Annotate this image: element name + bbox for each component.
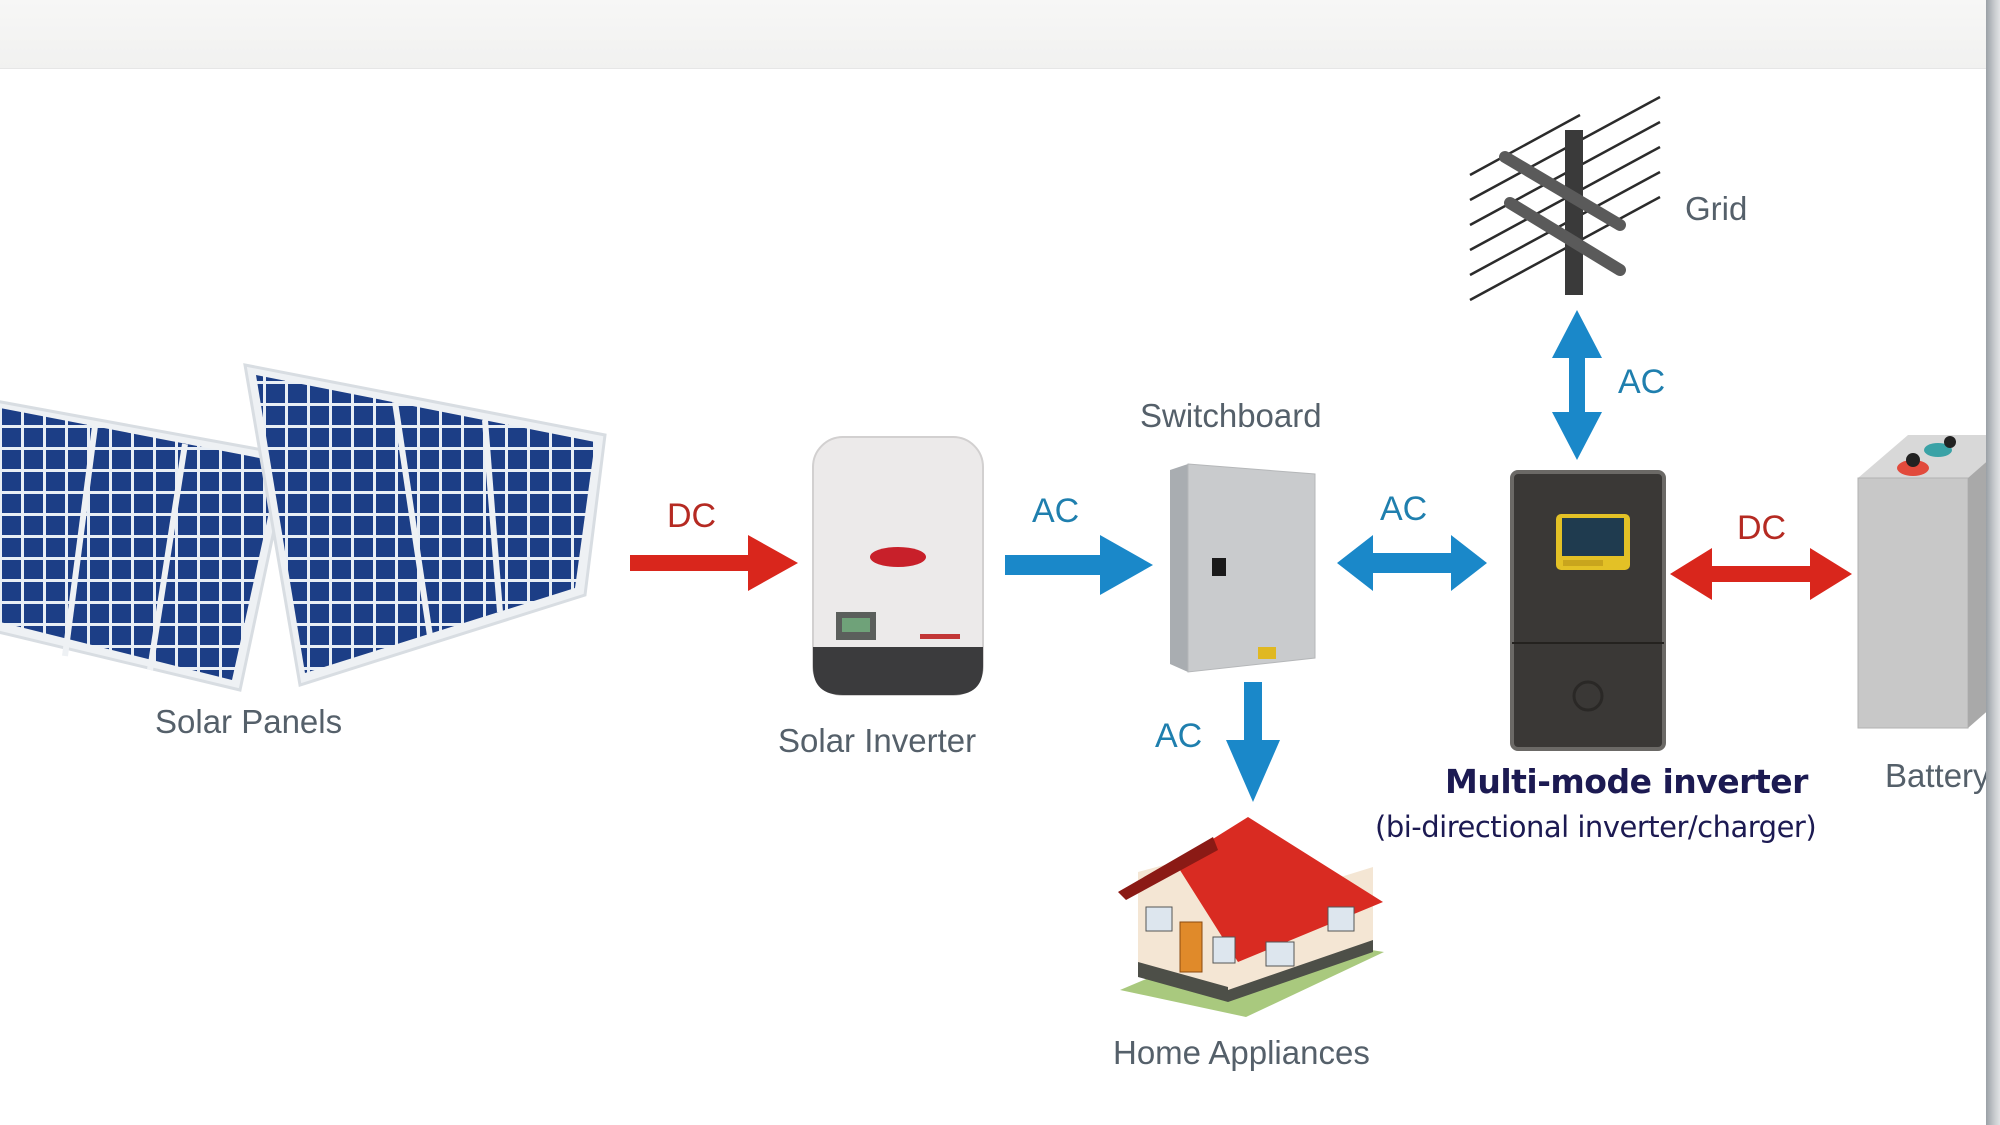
multimode-inverter-sublabel: (bi-directional inverter/charger) bbox=[1375, 810, 1817, 844]
home-appliances-label: Home Appliances bbox=[1113, 1034, 1370, 1071]
battery-label: Battery bbox=[1885, 757, 1990, 794]
solar-panels-label: Solar Panels bbox=[155, 703, 343, 740]
switchboard-icon bbox=[1170, 463, 1316, 673]
house-icon bbox=[1118, 817, 1384, 1017]
arrow-right-ac bbox=[1005, 535, 1153, 595]
arrow-right-dc bbox=[630, 535, 798, 591]
arrow-bidirectional-dc bbox=[1670, 548, 1852, 600]
flow-label-ac-1: AC bbox=[1032, 492, 1080, 530]
flow-label-dc-1: DC bbox=[667, 497, 717, 535]
solar-panels-icon bbox=[0, 363, 607, 692]
grid-label: Grid bbox=[1685, 190, 1748, 227]
switchboard-label: Switchboard bbox=[1140, 397, 1322, 434]
grid-pole-icon bbox=[1469, 95, 1661, 302]
flow-label-ac-grid: AC bbox=[1618, 363, 1666, 401]
flow-label-dc-2: DC bbox=[1737, 509, 1787, 547]
solar-inverter-icon bbox=[812, 436, 984, 696]
flow-label-ac-home: AC bbox=[1155, 717, 1203, 755]
flow-label-ac-2: AC bbox=[1380, 490, 1428, 528]
arrow-bidirectional-ac-vertical bbox=[1552, 310, 1602, 460]
multimode-inverter-label: Multi-mode inverter bbox=[1445, 762, 1808, 801]
multimode-inverter-icon bbox=[1510, 470, 1666, 751]
right-edge-bar bbox=[1986, 0, 2000, 1125]
battery-icon bbox=[1857, 435, 2000, 729]
top-band bbox=[0, 0, 2000, 69]
arrow-bidirectional-ac bbox=[1337, 535, 1487, 591]
solar-inverter-label: Solar Inverter bbox=[778, 722, 977, 759]
arrow-down-ac bbox=[1226, 682, 1280, 802]
